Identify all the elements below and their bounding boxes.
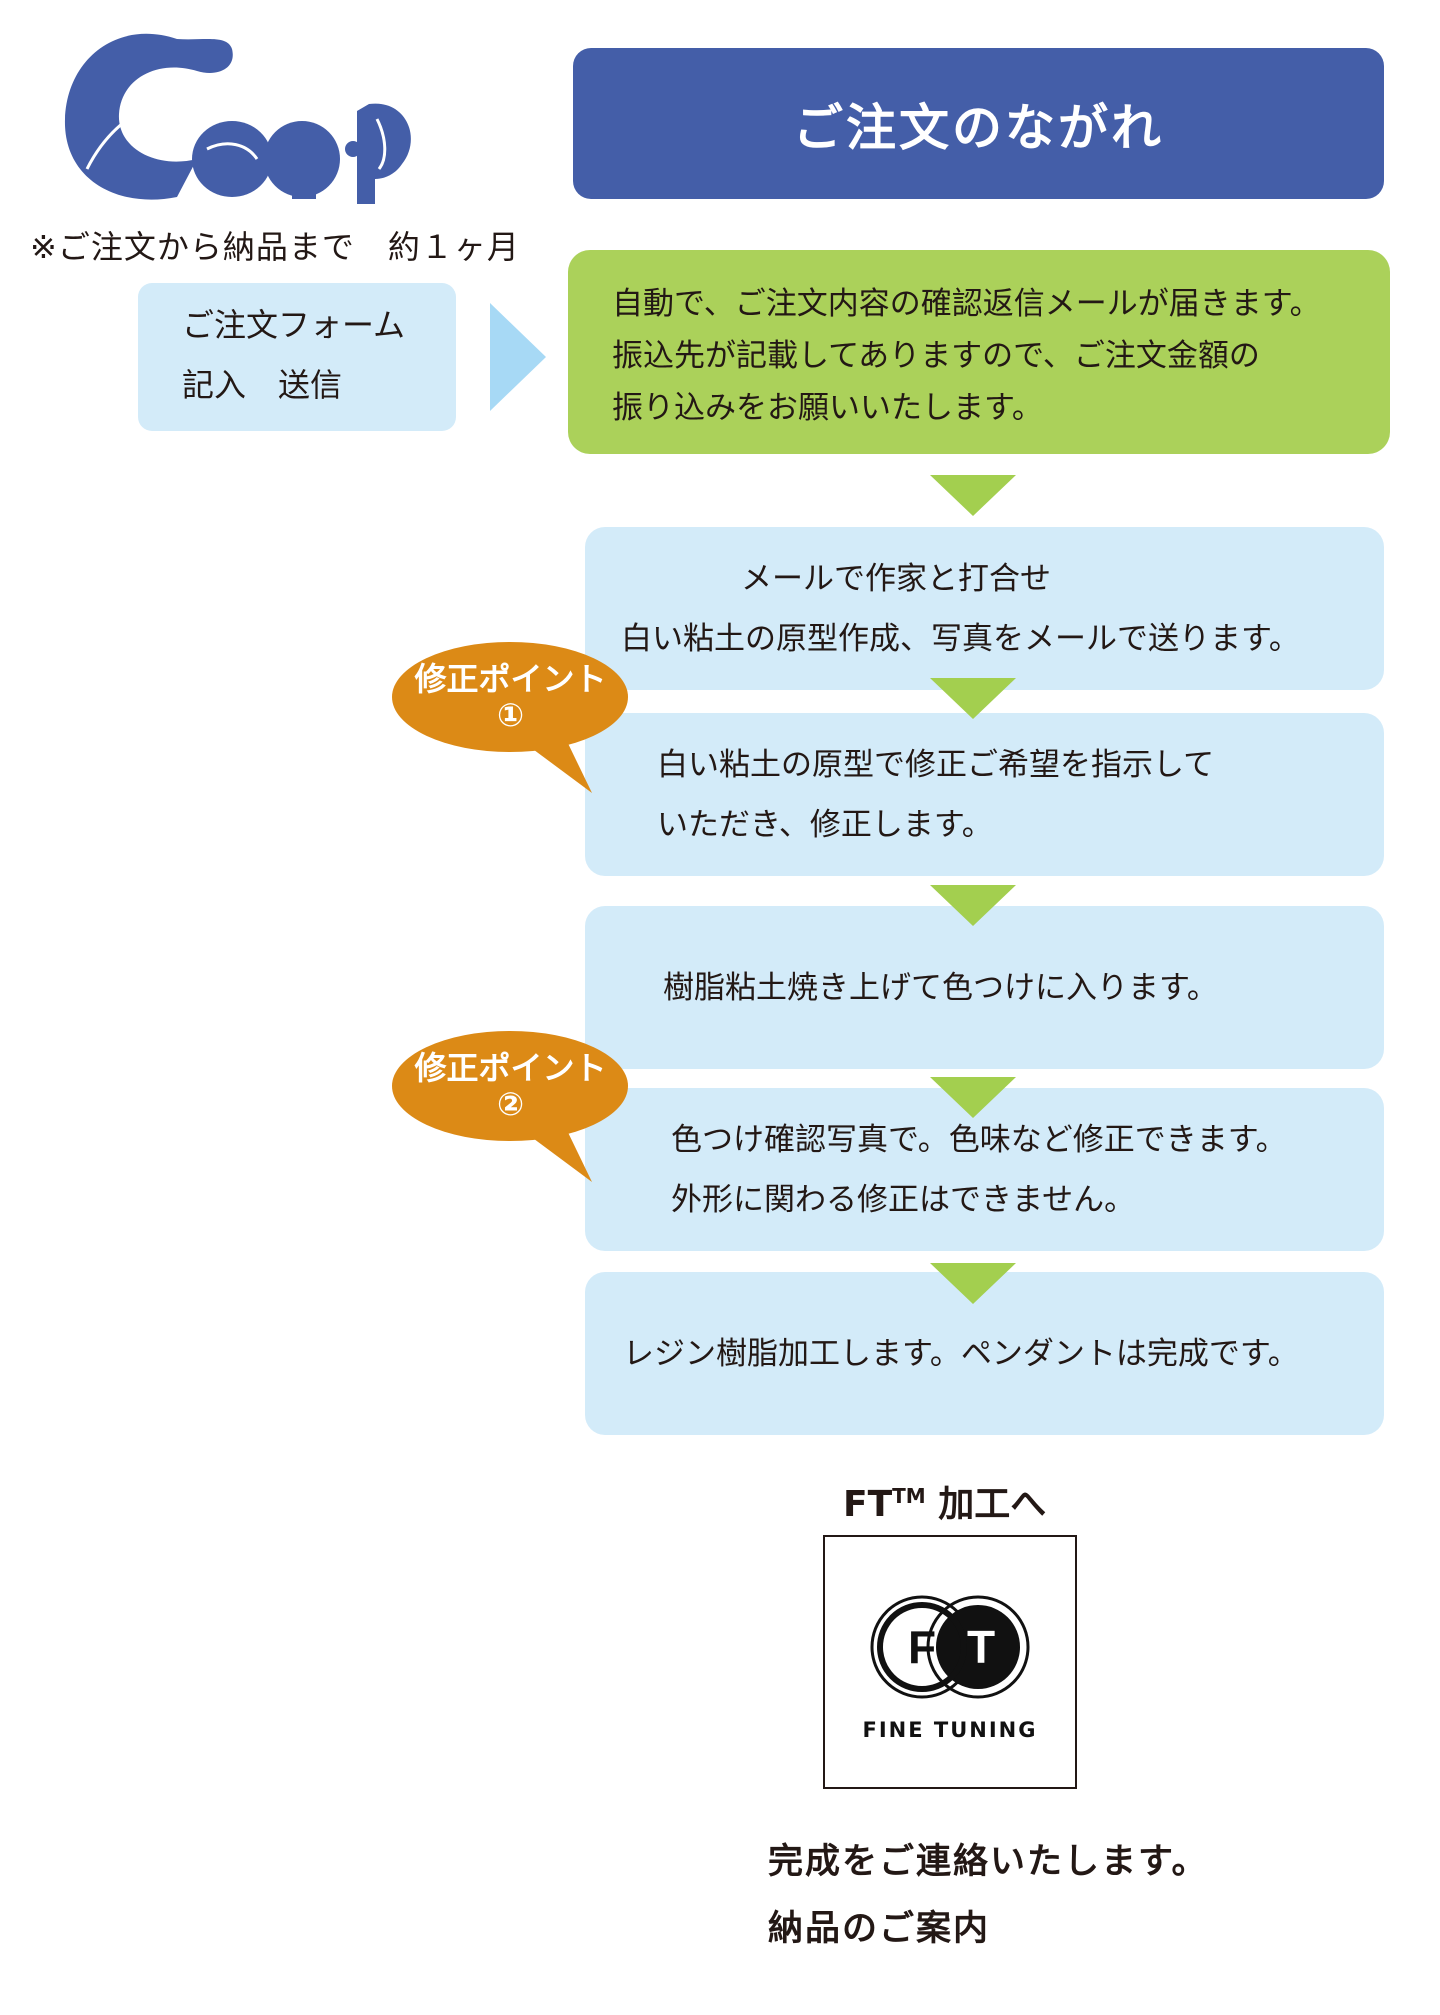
correction-label-text: 修正ポイント xyxy=(414,1049,607,1087)
correction-label-text: 修正ポイント xyxy=(414,660,607,698)
correction-point-label: 修正ポイント ② xyxy=(392,1050,629,1122)
step-line: メールで作家と打合せ xyxy=(741,560,1051,597)
step-line: 白い粘土の原型作成、写真をメールで送ります。 xyxy=(621,620,1300,657)
logo-letter-t: T xyxy=(967,1621,995,1673)
trademark: TM xyxy=(892,1484,926,1508)
order-form-line: 記入 送信 xyxy=(182,366,343,404)
step-3: 樹脂粘土焼き上げて色つけに入ります。 xyxy=(585,906,1384,1069)
correction-number: ① xyxy=(496,696,525,734)
arrow-down-icon xyxy=(930,475,1016,516)
order-form-line: ご注文フォーム xyxy=(182,306,406,344)
correction-point-label: 修正ポイント ① xyxy=(392,661,629,733)
step-line: 白い粘土の原型で修正ご希望を指示して xyxy=(657,746,1215,783)
step-line: レジン樹脂加工します。ペンダントは完成です。 xyxy=(623,1335,1299,1372)
delivery-time-note: ※ご注文から納品まで 約１ヶ月 xyxy=(30,228,520,266)
confirmation-line: 振り込みをお願いいたします。 xyxy=(612,390,1043,426)
step-1: メールで作家と打合せ 白い粘土の原型作成、写真をメールで送ります。 xyxy=(585,527,1384,690)
correction-point-1-bubble: 修正ポイント ① xyxy=(392,641,632,793)
step-line: 色つけ確認写真で。色味など修正できます。 xyxy=(671,1121,1287,1158)
gea-p-logo xyxy=(64,33,411,204)
fine-tuning-logo: F T FINE TUNING xyxy=(863,1595,1038,1742)
arrow-down-icon xyxy=(930,678,1016,719)
fine-tuning-logo-box: F T FINE TUNING xyxy=(823,1535,1077,1789)
logo-caption: FINE TUNING xyxy=(863,1718,1038,1742)
arrow-right-icon xyxy=(490,303,546,411)
completion-notice: 完成をご連絡いたします。 xyxy=(768,1842,1209,1882)
delivery-notice: 納品のご案内 xyxy=(768,1909,991,1949)
ft-heading-suffix: 加工へ xyxy=(925,1484,1047,1525)
page-title: ご注文のながれ xyxy=(573,48,1384,199)
arrow-down-icon xyxy=(930,885,1016,926)
correction-point-2-bubble: 修正ポイント ② xyxy=(392,1030,632,1182)
logo-letter-f: F xyxy=(908,1621,936,1673)
order-form-step: ご注文フォーム 記入 送信 xyxy=(138,283,456,431)
ft-heading: FTTM 加工へ xyxy=(843,1475,1046,1527)
correction-number: ② xyxy=(496,1085,525,1123)
ft-heading-prefix: FT xyxy=(843,1484,893,1525)
arrow-down-icon xyxy=(930,1077,1016,1118)
speech-bubble-icon xyxy=(392,642,628,793)
confirmation-line: 自動で、ご注文内容の確認返信メールが届きます。 xyxy=(612,286,1321,322)
arrow-down-icon xyxy=(930,1263,1016,1304)
step-line: 外形に関わる修正はできません。 xyxy=(671,1181,1136,1218)
step-line: 樹脂粘土焼き上げて色つけに入ります。 xyxy=(663,969,1218,1006)
confirmation-step: 自動で、ご注文内容の確認返信メールが届きます。 振込先が記載してありますので、ご… xyxy=(568,250,1390,454)
confirmation-line: 振込先が記載してありますので、ご注文金額の xyxy=(612,338,1260,374)
step-2: 白い粘土の原型で修正ご希望を指示して いただき、修正します。 xyxy=(585,713,1384,876)
speech-bubble-icon xyxy=(392,1031,628,1182)
step-line: いただき、修正します。 xyxy=(657,806,993,843)
